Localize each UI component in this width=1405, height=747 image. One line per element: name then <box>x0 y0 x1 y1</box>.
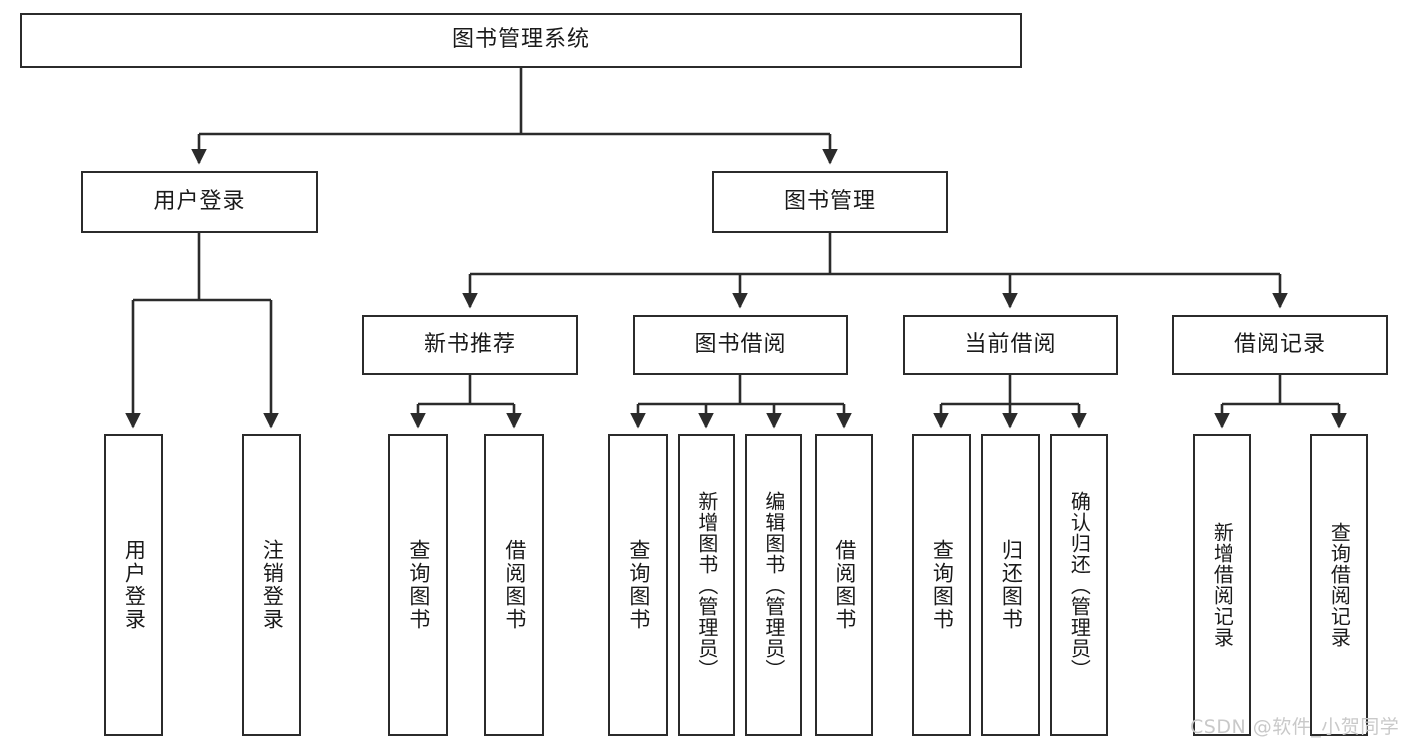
node-leaf-add-record[interactable]: 新增借阅记录 <box>1193 434 1251 736</box>
node-leaf-return-book[interactable]: 归还图书 <box>981 434 1040 736</box>
node-new-book-recommend[interactable]: 新书推荐 <box>362 315 578 375</box>
node-user-login[interactable]: 用户登录 <box>81 171 318 233</box>
node-leaf-borrow-book-1[interactable]: 借阅图书 <box>484 434 544 736</box>
node-leaf-edit-book[interactable]: 编辑图书（管理员） <box>745 434 802 736</box>
node-leaf-query-book-1[interactable]: 查询图书 <box>388 434 448 736</box>
node-leaf-query-record[interactable]: 查询借阅记录 <box>1310 434 1368 736</box>
node-root[interactable]: 图书管理系统 <box>20 13 1022 68</box>
node-current-borrow[interactable]: 当前借阅 <box>903 315 1118 375</box>
node-borrow-record[interactable]: 借阅记录 <box>1172 315 1388 375</box>
node-leaf-add-book[interactable]: 新增图书（管理员） <box>678 434 735 736</box>
node-leaf-query-book-2[interactable]: 查询图书 <box>608 434 668 736</box>
node-book-borrow[interactable]: 图书借阅 <box>633 315 848 375</box>
node-leaf-borrow-book-2[interactable]: 借阅图书 <box>815 434 873 736</box>
node-leaf-confirm-return[interactable]: 确认归还（管理员） <box>1050 434 1108 736</box>
node-leaf-user-login[interactable]: 用户登录 <box>104 434 163 736</box>
node-leaf-user-logout[interactable]: 注销登录 <box>242 434 301 736</box>
watermark-text: CSDN @软件_小贺同学 <box>1190 716 1400 738</box>
node-book-manage[interactable]: 图书管理 <box>712 171 948 233</box>
node-leaf-query-book-3[interactable]: 查询图书 <box>912 434 971 736</box>
